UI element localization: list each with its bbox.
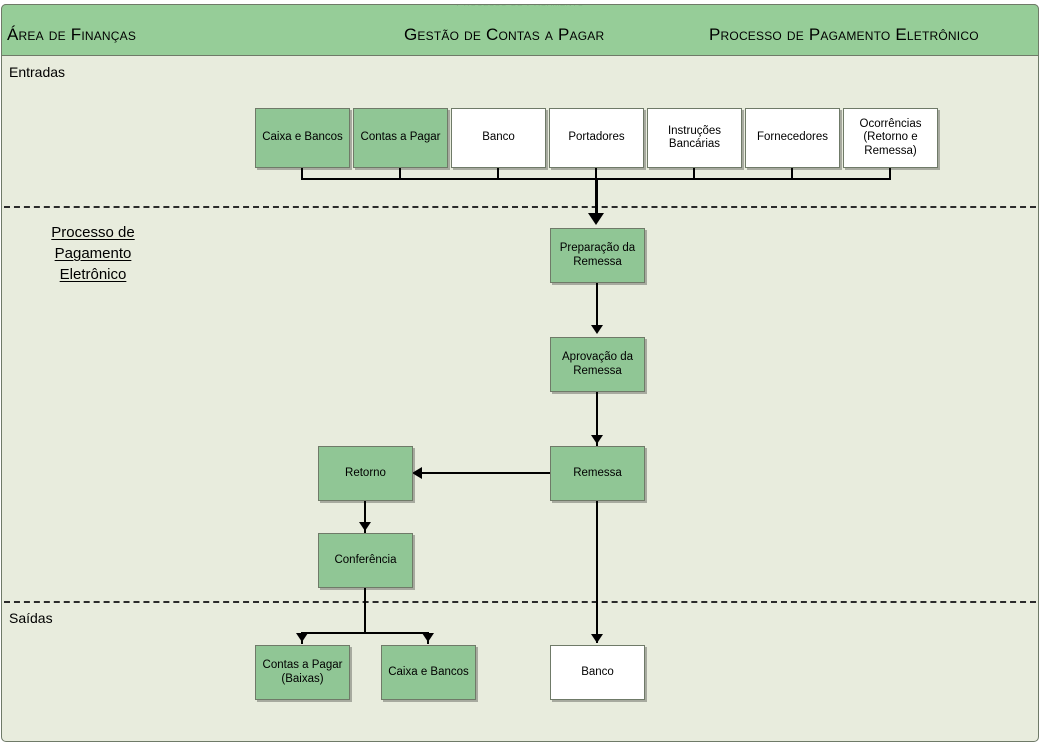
connector-input-stub-4 <box>595 168 597 180</box>
arrowhead-preparacao-to-aprovacao <box>591 325 603 334</box>
connector-input-stub-7 <box>889 168 891 180</box>
connector-input-stub-3 <box>497 168 499 180</box>
connector-input-stub-6 <box>791 168 793 180</box>
node-label: Aprovação da Remessa <box>562 351 633 377</box>
header-title-area: Área de Finanças <box>7 25 137 44</box>
node-label: Retorno <box>345 466 386 479</box>
diagram-header-band: Processo de Pagamento <box>1 4 1039 56</box>
connector-aprovacao-to-remessa <box>596 392 598 446</box>
arrowhead-remessa-to-retorno <box>412 467 422 479</box>
node-label: Contas a Pagar (Baixas) <box>262 659 343 685</box>
connector-input-stub-2 <box>399 168 401 180</box>
output-node-banco[interactable]: Banco <box>550 645 645 700</box>
connector-bus-to-preparacao <box>595 178 598 215</box>
node-label: Fornecedores <box>757 131 828 144</box>
connector-input-stub-1 <box>301 168 303 180</box>
lane-label-processo: Processo de Pagamento Eletrônico <box>8 222 178 285</box>
clipped-top-title: Processo de Pagamento <box>2 5 1038 9</box>
header-title-gestao: Gestão de Contas a Pagar <box>404 25 605 44</box>
node-label: Instruções Bancárias <box>667 124 722 151</box>
arrowhead-retorno-to-conferencia <box>359 522 371 531</box>
input-node-fornecedores[interactable]: Fornecedores <box>745 108 840 168</box>
output-node-contas-a-pagar-baixas[interactable]: Contas a Pagar (Baixas) <box>255 645 350 700</box>
input-node-banco[interactable]: Banco <box>451 108 546 168</box>
node-label: Contas a Pagar <box>360 131 441 144</box>
process-node-conferencia[interactable]: Conferência <box>318 533 413 588</box>
lane-label-processo-line3: Eletrônico <box>59 266 127 283</box>
lane-label-saidas: Saídas <box>9 610 53 626</box>
process-node-aprovacao-da-remessa[interactable]: Aprovação da Remessa <box>550 337 645 392</box>
lane-separator-top <box>4 206 1036 208</box>
lane-label-processo-line1: Processo de <box>51 224 135 241</box>
process-node-remessa[interactable]: Remessa <box>550 446 645 501</box>
connector-preparacao-to-aprovacao <box>596 283 598 327</box>
arrowhead-aprovacao-to-remessa <box>591 435 603 444</box>
node-label: Preparação da Remessa <box>559 242 636 268</box>
input-node-contas-a-pagar[interactable]: Contas a Pagar <box>353 108 448 168</box>
connector-conferencia-down <box>364 588 366 634</box>
arrowhead-split-to-contas-a-pagar <box>296 633 308 642</box>
input-node-caixa-e-bancos[interactable]: Caixa e Bancos <box>255 108 350 168</box>
lane-label-entradas: Entradas <box>9 64 66 80</box>
connector-input-stub-5 <box>693 168 695 180</box>
node-label: Portadores <box>568 131 625 144</box>
node-label: Remessa <box>573 466 622 479</box>
connector-retorno-to-conferencia <box>364 501 366 533</box>
connector-remessa-to-retorno <box>420 472 550 474</box>
process-node-preparacao-da-remessa[interactable]: Preparação da Remessa <box>550 228 645 283</box>
node-label: Caixa e Bancos <box>262 131 343 144</box>
lane-separator-bottom <box>4 601 1036 603</box>
arrowhead-remessa-to-banco <box>591 634 603 643</box>
node-label: Ocorrências (Retorno e Remessa) <box>859 117 922 157</box>
lane-label-processo-line2: Pagamento <box>54 245 132 262</box>
process-node-retorno[interactable]: Retorno <box>318 446 413 501</box>
output-node-caixa-e-bancos[interactable]: Caixa e Bancos <box>381 645 476 700</box>
input-node-instrucoes-bancarias[interactable]: Instruções Bancárias <box>647 108 742 168</box>
arrowhead-bus-to-preparacao <box>588 213 604 225</box>
arrowhead-split-to-caixa-e-bancos <box>422 633 434 642</box>
node-label: Conferência <box>334 553 397 566</box>
input-node-portadores[interactable]: Portadores <box>549 108 644 168</box>
connector-remessa-to-banco <box>596 501 598 643</box>
node-label: Banco <box>581 665 614 678</box>
connector-output-split-bus <box>301 632 429 634</box>
node-label: Banco <box>482 131 515 144</box>
header-title-processo: Processo de Pagamento Eletrônico <box>709 25 979 44</box>
input-node-ocorrencias[interactable]: Ocorrências (Retorno e Remessa) <box>843 108 938 168</box>
node-label: Caixa e Bancos <box>388 665 469 678</box>
